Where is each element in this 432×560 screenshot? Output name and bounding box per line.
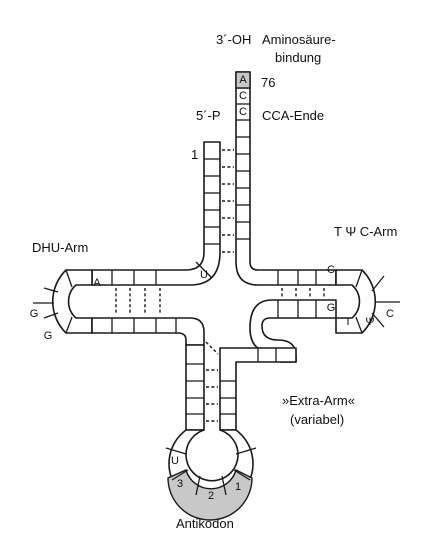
label-three-prime: 3´-OH bbox=[216, 32, 251, 47]
tpsic-loop bbox=[335, 269, 376, 334]
nt-dhu-a: A bbox=[93, 277, 101, 289]
anticodon-left-strand bbox=[185, 344, 205, 431]
dhu-loop bbox=[52, 269, 93, 334]
anticodon-bonds bbox=[205, 341, 219, 422]
acceptor-3prime-strand bbox=[235, 71, 337, 286]
nt-anticodon-1: 1 bbox=[235, 481, 241, 493]
nt-acceptor-c1: C bbox=[239, 90, 247, 102]
tpsic-bonds bbox=[281, 288, 325, 298]
label-tpsic-arm: T Ψ C-Arm bbox=[334, 224, 397, 239]
label-extra-arm-2: (variabel) bbox=[290, 412, 344, 427]
nt-acceptor-a: A bbox=[239, 74, 247, 86]
acceptor-rungs bbox=[204, 87, 250, 245]
acceptor-5prime-strand bbox=[91, 141, 221, 286]
label-anticodon: Antikodon bbox=[176, 516, 234, 531]
nt-tpsic-psi: Ψ bbox=[365, 316, 374, 328]
nt-tpsic-c2: C bbox=[386, 308, 394, 320]
nt-anticodon-u: U bbox=[171, 455, 179, 467]
acceptor-stem bbox=[91, 71, 337, 286]
label-position-76: 76 bbox=[261, 75, 275, 90]
label-cca-end: CCA-Ende bbox=[262, 108, 324, 123]
nt-tpsic-c1: C bbox=[327, 264, 335, 276]
nt-anticodon-3: 3 bbox=[177, 478, 183, 490]
anticodon-arm bbox=[165, 341, 297, 521]
anticodon-shaded-region bbox=[167, 468, 253, 521]
tpsic-rungs bbox=[277, 269, 400, 334]
nt-tpsic-g: G bbox=[327, 302, 336, 314]
label-amino-binding-2: bindung bbox=[275, 50, 321, 65]
label-five-prime: 5´-P bbox=[196, 108, 221, 123]
acceptor-bonds bbox=[222, 149, 234, 253]
nt-dhu-g1: G bbox=[30, 308, 39, 320]
dhu-arm bbox=[33, 269, 205, 346]
anticodon-rungs bbox=[165, 348, 277, 496]
nt-acceptor-c2: C bbox=[239, 106, 247, 118]
nt-anticodon-2: 2 bbox=[208, 490, 214, 502]
dhu-bonds bbox=[115, 288, 161, 315]
tpsic-arm bbox=[249, 269, 400, 363]
nt-tpsic-t: T bbox=[345, 316, 352, 328]
acceptor-nt-a-box bbox=[235, 71, 251, 89]
nt-dhu-g2: G bbox=[44, 330, 53, 342]
junction-u bbox=[195, 261, 213, 279]
label-position-1: 1 bbox=[191, 147, 198, 162]
label-amino-binding-1: Aminosäure- bbox=[262, 32, 336, 47]
nt-junction-u: U bbox=[200, 269, 208, 281]
dhu-rungs bbox=[33, 269, 177, 334]
label-dhu-arm: DHU-Arm bbox=[32, 240, 88, 255]
dhu-lower-strand bbox=[91, 317, 205, 346]
label-extra-arm-1: »Extra-Arm« bbox=[282, 393, 355, 408]
